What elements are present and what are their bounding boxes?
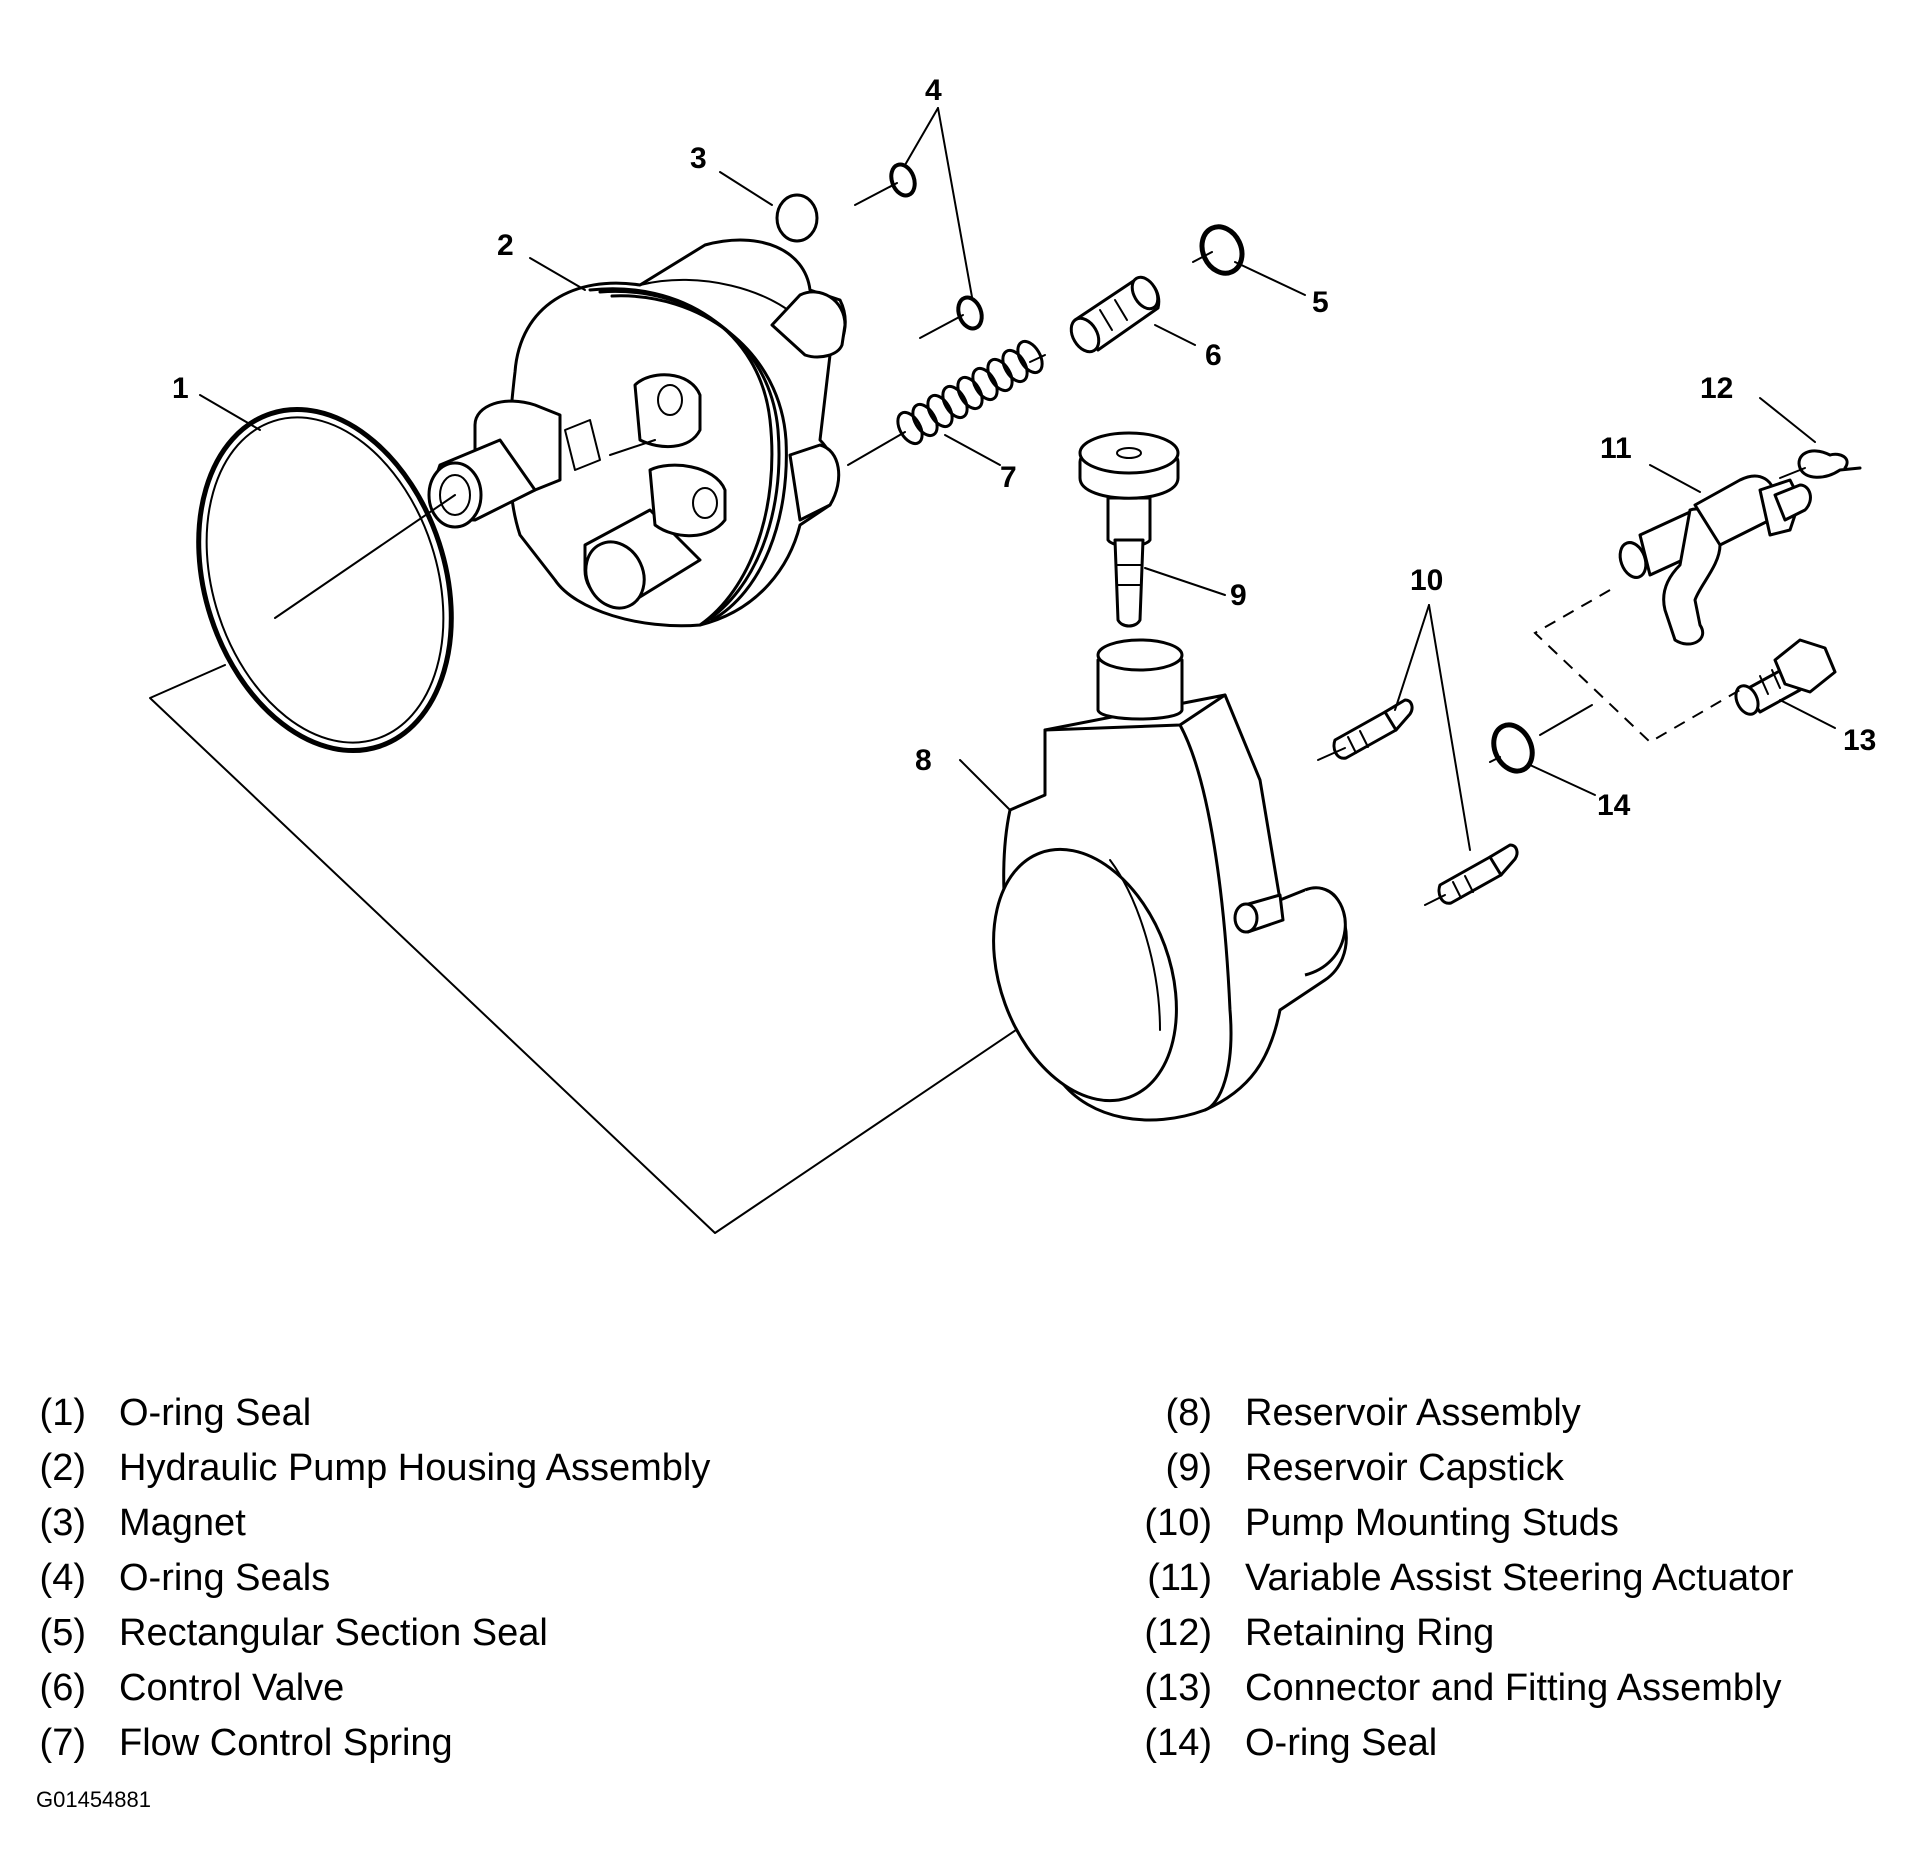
callout-6: 6 — [1205, 339, 1222, 372]
legend-label: Connector and Fitting Assembly — [1245, 1667, 1782, 1709]
figure-code: G01454881 — [36, 1787, 151, 1812]
callout-2: 2 — [497, 229, 514, 262]
assembly-bracket-line — [149, 664, 1106, 1234]
exploded-view-diagram: 1 2 3 4 5 6 7 8 9 10 11 12 13 14 — [149, 74, 1876, 1234]
pump-housing — [427, 238, 847, 628]
dashed-alignment-line — [1533, 589, 1741, 744]
legend-label: Pump Mounting Studs — [1245, 1502, 1619, 1544]
o-ring-seal-1 — [196, 406, 454, 754]
legend-item: (3) Magnet — [34, 1496, 710, 1551]
legend-item: (10) Pump Mounting Studs — [1138, 1496, 1793, 1551]
legend-label: O-ring Seal — [119, 1392, 312, 1434]
callout-12: 12 — [1700, 372, 1733, 405]
legend-number: (2) — [39, 1447, 86, 1489]
variable-assist-steering-actuator — [1618, 474, 1812, 646]
legend-item: (12) Retaining Ring — [1138, 1606, 1793, 1661]
legend-item: (7) Flow Control Spring — [34, 1716, 710, 1771]
legend-item: (14) O-ring Seal — [1138, 1716, 1793, 1771]
legend-number: (12) — [1144, 1612, 1212, 1654]
flow-control-spring — [896, 339, 1044, 446]
legend-number: (6) — [39, 1667, 86, 1709]
legend-item: (13) Connector and Fitting Assembly — [1138, 1661, 1793, 1716]
legend-label: Reservoir Assembly — [1245, 1392, 1581, 1434]
leader-lines — [199, 107, 1836, 906]
connector-and-fitting-assembly — [1734, 638, 1837, 716]
alignment-line-14 — [1539, 704, 1593, 736]
pump-mounting-studs — [1332, 698, 1519, 905]
legend-label: Hydraulic Pump Housing Assembly — [119, 1447, 711, 1489]
o-ring-seal-14 — [1491, 722, 1535, 774]
reservoir-capstick — [1078, 431, 1180, 628]
legend-number: (7) — [39, 1722, 86, 1764]
legend-label: Retaining Ring — [1245, 1612, 1495, 1654]
legend-item: (6) Control Valve — [34, 1661, 710, 1716]
legend-item: (2) Hydraulic Pump Housing Assembly — [34, 1441, 711, 1496]
callout-11: 11 — [1600, 432, 1632, 465]
legend-number: (9) — [1165, 1447, 1212, 1489]
callout-14: 14 — [1597, 789, 1631, 822]
legend-label: O-ring Seals — [119, 1557, 331, 1599]
callout-3: 3 — [690, 142, 707, 175]
legend-number: (10) — [1144, 1502, 1212, 1544]
legend-item: (4) O-ring Seals — [34, 1551, 710, 1606]
legend-label: Magnet — [119, 1502, 246, 1544]
legend-item: (1) O-ring Seal — [34, 1386, 710, 1441]
legend-number: (4) — [39, 1557, 86, 1599]
magnet — [775, 193, 819, 243]
control-valve — [1069, 275, 1161, 354]
callout-5: 5 — [1312, 286, 1329, 319]
callout-13: 13 — [1843, 724, 1876, 757]
legend-number: (13) — [1144, 1667, 1212, 1709]
legend-number: (14) — [1144, 1722, 1212, 1764]
rectangular-section-seal — [1199, 224, 1245, 276]
legend-number: (3) — [39, 1502, 86, 1544]
legend-label: Variable Assist Steering Actuator — [1245, 1557, 1794, 1599]
callout-8: 8 — [915, 744, 932, 777]
legend-right-column: (8) Reservoir Assembly (9) Reservoir Capst… — [1138, 1386, 1793, 1771]
legend-label: O-ring Seal — [1245, 1722, 1438, 1764]
legend-left-column: (1) O-ring Seal (2) Hydraulic Pump Housing… — [34, 1386, 711, 1771]
legend-number: (5) — [39, 1612, 86, 1654]
legend-number: (1) — [39, 1392, 86, 1434]
callout-9: 9 — [1230, 579, 1247, 612]
legend-item: (5) Rectangular Section Seal — [34, 1606, 710, 1661]
legend-item: (9) Reservoir Capstick — [1138, 1441, 1793, 1496]
callout-1: 1 — [172, 372, 189, 405]
legend-label: Control Valve — [119, 1667, 345, 1709]
o-ring-seals-4 — [889, 162, 984, 331]
reservoir-assembly — [992, 638, 1348, 1122]
retaining-ring — [1797, 449, 1862, 479]
callout-10: 10 — [1410, 564, 1443, 597]
legend-number: (8) — [1165, 1392, 1212, 1434]
legend-label: Reservoir Capstick — [1245, 1447, 1564, 1489]
legend-item: (8) Reservoir Assembly — [1138, 1386, 1793, 1441]
legend-number: (11) — [1147, 1557, 1212, 1599]
legend-label: Flow Control Spring — [119, 1722, 453, 1764]
callout-4: 4 — [925, 74, 942, 107]
legend-item: (11) Variable Assist Steering Actuator — [1138, 1551, 1793, 1606]
callout-7: 7 — [1000, 461, 1017, 494]
legend-label: Rectangular Section Seal — [119, 1612, 548, 1654]
